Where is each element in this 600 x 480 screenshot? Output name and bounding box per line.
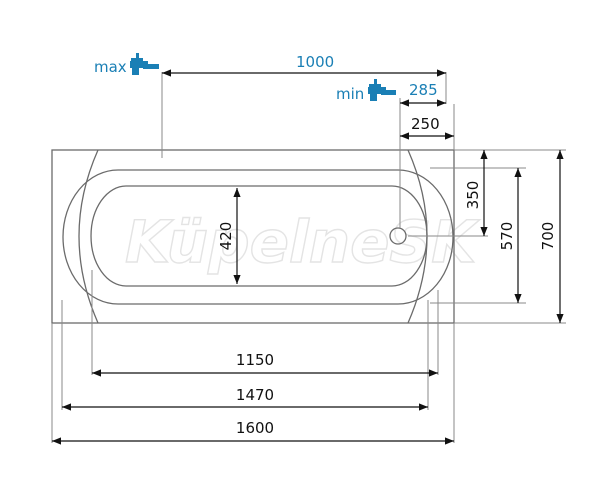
faucet-min-icon [368, 79, 396, 101]
drain-circle [389, 227, 407, 245]
dim-text-1600: 1600 [236, 419, 274, 437]
dim-text-570: 570 [498, 222, 516, 251]
dim-text-250: 250 [411, 115, 440, 133]
tub-basin-outer [62, 169, 454, 305]
tub-basin-inner [90, 185, 428, 287]
dim-text-1000: 1000 [296, 53, 334, 71]
dim-text-420: 420 [217, 222, 235, 251]
faucet-min-label: min [336, 85, 364, 103]
dim-text-1150: 1150 [236, 351, 274, 369]
watermark-text: KüpelneSK [125, 208, 480, 276]
tub-left-curve [78, 149, 99, 324]
dim-text-700: 700 [539, 222, 557, 251]
dim-text-285: 285 [409, 81, 438, 99]
dimension-lines [52, 69, 564, 445]
dim-text-1470: 1470 [236, 386, 274, 404]
bathtub-outline [51, 149, 455, 324]
faucet-max-label: max [94, 58, 127, 76]
extension-lines [51, 72, 566, 443]
dim-text-350: 350 [464, 181, 482, 210]
faucet-max-icon [130, 53, 159, 75]
